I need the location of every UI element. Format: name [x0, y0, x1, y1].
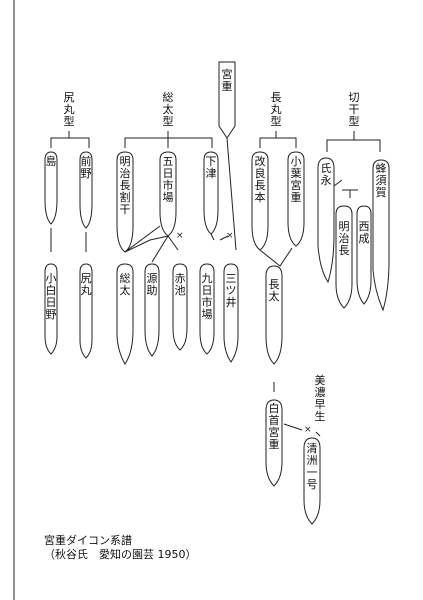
bracket-nagamaru	[260, 131, 296, 148]
variety-label-kiyosu-ichigo: 清洲一号	[307, 442, 318, 491]
cross-mark-1: ×	[176, 231, 184, 241]
variety-label-ujinaga: 氏永	[321, 162, 332, 187]
variety-label-mitsui: 三ツ井	[226, 272, 237, 309]
variety-label-kokonoka-ichiba: 九日市場	[202, 272, 213, 321]
caption-source: （秋谷氏 愛知の園芸 1950）	[44, 548, 197, 562]
variety-label-kowa-miyashige: 小葉宮重	[291, 155, 302, 204]
variety-label-meijinaga: 明治長	[339, 220, 350, 257]
caption-title: 宮重ダイコン系譜	[44, 534, 197, 548]
kiriboshi-connector	[334, 180, 358, 198]
group-label-kiriboshi: 切干型	[349, 91, 360, 128]
variety-label-gensuke: 源助	[147, 271, 158, 297]
variety-label-shirokubi-miyashige: 白首宮重	[269, 401, 280, 451]
bracket-shirimaru	[51, 131, 89, 148]
variety-label-souta: 総太	[120, 271, 131, 297]
variety-label-nagabuto: 長太	[269, 278, 280, 303]
cross-mark-3: ×	[304, 425, 312, 435]
cross-mark-2: ×	[226, 231, 234, 241]
variety-label-shima: 島	[46, 154, 57, 168]
variety-label-nishinari: 西成	[359, 220, 370, 245]
conn-itsuka-akaike	[152, 236, 178, 262]
variety-label-maeno: 前野	[81, 154, 92, 180]
conn-mino-cross	[284, 424, 320, 436]
variety-label-shirimaru: 尻丸	[81, 272, 92, 297]
variety-label-itsuka-ichiba: 五日市場	[163, 155, 174, 204]
caption: 宮重ダイコン系譜 （秋谷氏 愛知の園芸 1950）	[44, 534, 197, 562]
variety-label-kairyo-nagamoto: 改良長本	[255, 154, 266, 204]
group-label-souta: 総太型	[163, 90, 174, 128]
variety-label-meiji-nagawari: 明治長割干	[120, 155, 131, 216]
bracket-souta	[125, 131, 212, 148]
variety-label-akaike: 赤池	[175, 272, 186, 297]
bracket-kiriboshi	[327, 131, 380, 152]
variety-label-shimotsu: 下津	[206, 155, 217, 180]
variety-label-hachisuka: 蜂須賀	[376, 161, 387, 199]
group-label-shirimaru: 尻丸型	[64, 91, 75, 128]
variety-label-miyashige: 宮重	[222, 67, 233, 93]
variety-label-koshiro-hino: 小白日野	[46, 272, 57, 321]
variety-label-mino-wase: 美濃早生	[315, 374, 326, 423]
conn-nagamoto-nagabuto	[260, 248, 292, 266]
group-label-nagamaru: 長丸型	[271, 91, 282, 128]
